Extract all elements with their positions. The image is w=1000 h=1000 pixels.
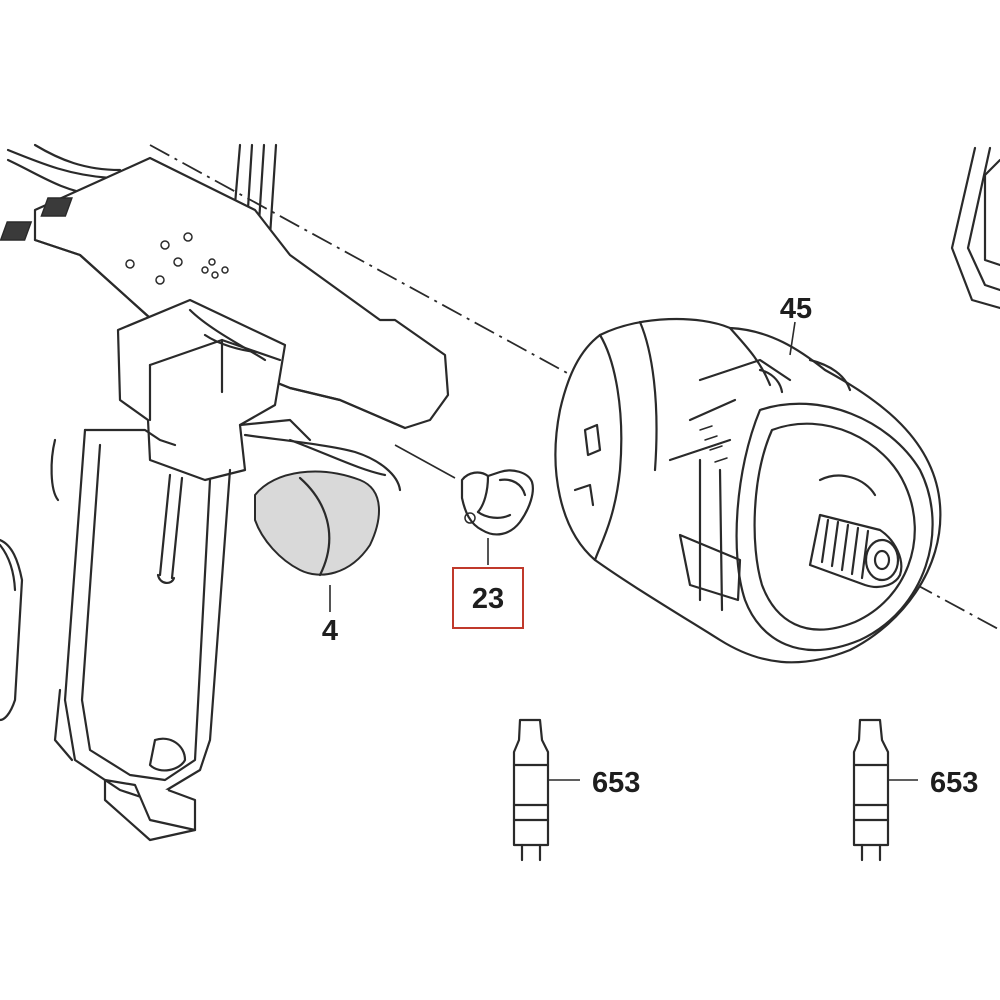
wire-harness: [6, 143, 278, 242]
callout-part-653-right: 653: [930, 767, 978, 799]
switch-housing: [116, 298, 312, 482]
housing-fragment-right: [950, 146, 1000, 310]
circuit-board: [0, 156, 450, 430]
locking-lever-part-23: [460, 469, 534, 536]
board-chip: [40, 197, 73, 217]
callout-part-23: 23: [472, 583, 504, 615]
callout-part-45: 45: [780, 293, 812, 325]
handle-frame: [50, 428, 232, 842]
battery-cell-fragment: [0, 538, 24, 722]
gearbox-part-45: [554, 317, 942, 664]
callout-part-653-left: 653: [592, 767, 640, 799]
board-chip: [0, 221, 33, 241]
highlight-box-part-23: [452, 567, 524, 629]
trigger-part-4: [243, 433, 402, 577]
leader-lines: [329, 321, 918, 781]
brush-holder-left: [512, 718, 550, 862]
center-axis: [149, 144, 1000, 631]
callout-part-4: 4: [322, 615, 338, 647]
brush-holder-right: [852, 718, 890, 862]
